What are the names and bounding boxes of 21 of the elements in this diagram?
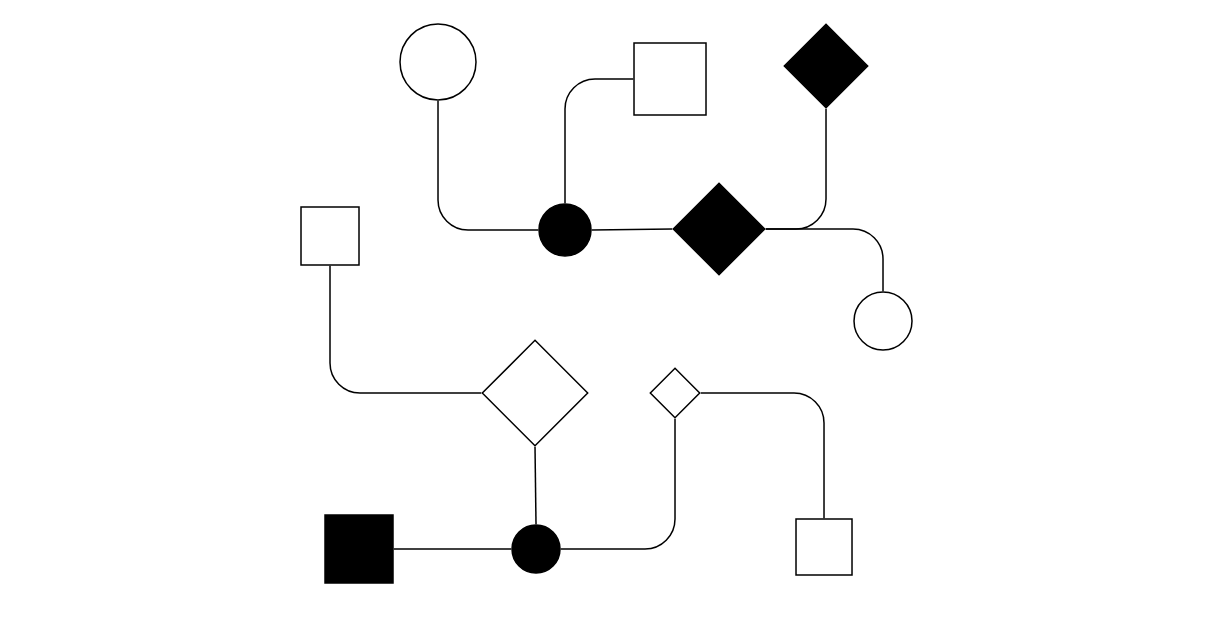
diamond-node [672, 182, 766, 276]
box-node [795, 518, 853, 576]
diamond-node [783, 23, 869, 109]
box-node [324, 514, 394, 584]
circle-node [399, 23, 477, 101]
connector-line [329, 265, 482, 394]
diamond-node [481, 339, 589, 447]
circle-node [538, 203, 592, 257]
circle-node [511, 524, 561, 574]
connector-line [534, 446, 537, 525]
connector-line [591, 228, 673, 231]
connector-line [437, 100, 539, 231]
connector-line [700, 392, 825, 519]
connector-line [393, 548, 512, 550]
box-node [633, 42, 707, 116]
diamond-node [649, 367, 701, 419]
connector-line [765, 228, 884, 292]
circle-node [853, 291, 913, 351]
connector-line [564, 78, 634, 204]
connector-line [560, 418, 676, 550]
box-node [300, 206, 360, 266]
